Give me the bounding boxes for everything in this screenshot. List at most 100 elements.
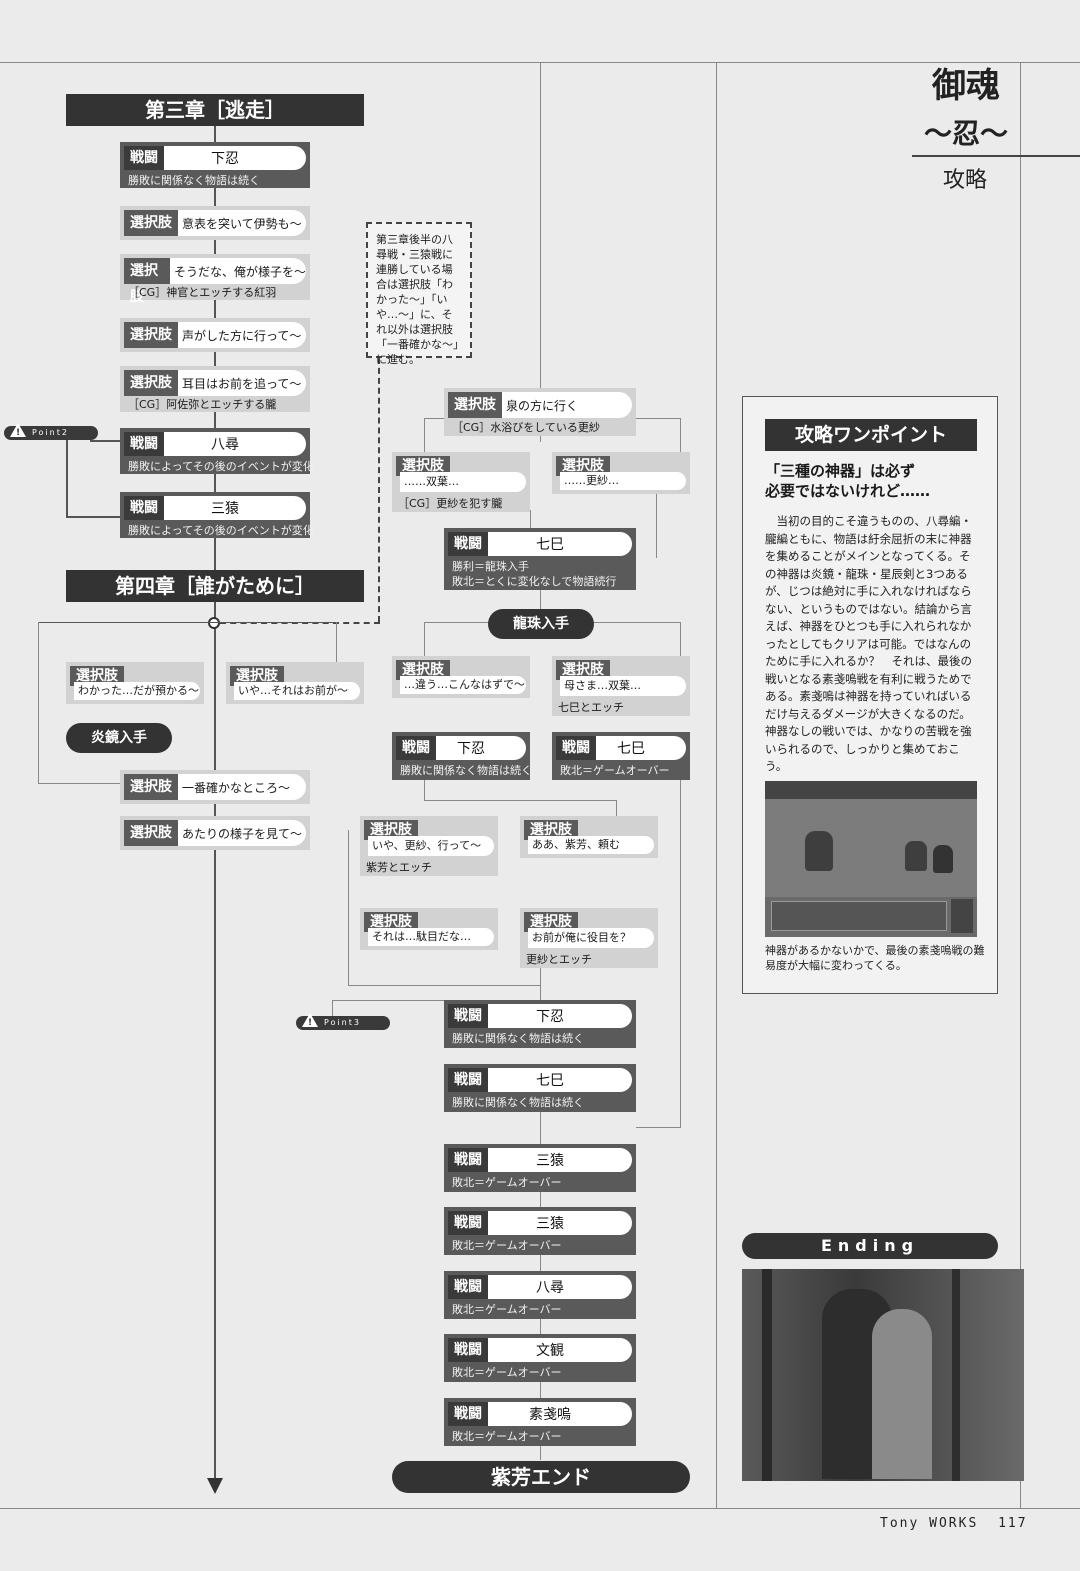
choice-text: 一番確かなところ～ [182, 780, 291, 795]
battle-result: 敗北＝ゲームオーバー [452, 1366, 562, 1379]
battle-result: 勝敗に関係なく物語は続く [452, 1096, 584, 1109]
choice-tag: 選択肢 [524, 912, 578, 932]
choice-text: ああ、紫芳、頼む [528, 836, 654, 854]
choice-text: 耳目はお前を追って～ [182, 376, 302, 391]
ending-label: Ending [742, 1233, 998, 1259]
choice-text: そうだな、俺が様子を～ [173, 264, 306, 279]
choice-tag: 選択肢 [230, 666, 284, 686]
m-choice-chigau: 選択肢 …違う…こんなはずで～ [392, 656, 530, 698]
choice-tag: 選択肢 [124, 774, 178, 800]
m-choice-dame: 選択肢 それは…駄目だな… [360, 908, 498, 950]
c4-choice-c: 選択肢一番確かなところ～ [120, 770, 310, 804]
m-to-ryuju [540, 590, 541, 610]
c3-choice-1: 選択肢意表を突いて伊勢も～ [120, 206, 310, 240]
c3-choice-2: 選択肢そうだな、俺が様子を～ ［CG］神官とエッチする紅羽 [120, 254, 310, 305]
chain-battle-yahiro: 戦闘八尋 敗北＝ゲームオーバー [444, 1271, 636, 1319]
point3-badge: Point3 [296, 1013, 390, 1030]
point2-branch-line [66, 440, 68, 518]
battle-tag: 戦闘 [448, 1068, 488, 1092]
choice-tag: 選択肢 [124, 322, 178, 348]
chain-battle-genin: 戦闘 下忍 勝敗に関係なく物語は続く [444, 1000, 636, 1048]
shihou-ending: 紫芳エンド [392, 1461, 690, 1493]
battle-enemy: 七巳 [536, 537, 564, 553]
choice-result: ［CG］更紗を犯す朧 [398, 497, 503, 510]
choice-text: ……双葉… [400, 472, 526, 492]
battle-result: 勝敗に関係なく物語は続く [128, 174, 260, 187]
logo-title-bottom: ～忍～ [923, 117, 1008, 150]
header-subtitle: 攻略 [942, 168, 987, 193]
sidebar-rule [716, 62, 717, 1508]
battle-tag: 戦闘 [124, 496, 164, 520]
screenshot-caption: 神器があるかないかで、最後の素戔嗚戦の難易度が大幅に変わってくる。 [765, 944, 985, 972]
c3-battle-genin: 戦闘下忍 勝敗に関係なく物語は続く [120, 142, 310, 188]
m-left-loop-b [348, 985, 540, 986]
choice-result: 紫芳とエッチ [366, 861, 432, 874]
choice-text: いや…それはお前が～ [234, 682, 360, 700]
tip-lead: 「三種の神器」は必ず 必要ではないけれど…… [765, 461, 985, 501]
battle-enemy: 三猿 [211, 501, 239, 517]
chain-battle-nanami: 戦闘七巳 勝敗に関係なく物語は続く [444, 1064, 636, 1112]
choice-text: お前が俺に役目を？ [528, 928, 654, 948]
m-split-2-r [680, 622, 681, 660]
battle-tag: 戦闘 [448, 1402, 488, 1426]
battle-result: 勝敗に関係なく物語は続く [400, 764, 532, 777]
c4-branch-right [336, 622, 337, 662]
choice-result: 更紗とエッチ [526, 953, 592, 966]
battle-tag: 戦闘 [556, 736, 596, 760]
choice-tag: 選択肢 [124, 210, 178, 236]
note-connector-h [220, 622, 380, 624]
battle-result: 敗北＝ゲームオーバー [452, 1239, 562, 1252]
m-split-1-r [680, 418, 681, 458]
screenshot-side-panel [951, 899, 973, 933]
note-connector-v [378, 358, 380, 622]
c3-battle-saru: 戦闘三猿 勝敗によってその後のイベントが変化 [120, 492, 314, 538]
choice-text: 意表を突いて伊勢も～ [182, 216, 302, 231]
battle-tag: 戦闘 [448, 1004, 488, 1028]
choice-text: いや、更紗、行って～ [368, 836, 494, 856]
tip-lead-line2: 必要ではないけれど…… [765, 482, 931, 500]
m-left-loop [348, 830, 349, 986]
m-battle-genin: 戦闘下忍 勝敗に関係なく物語は続く [392, 732, 532, 780]
c3-choice-4: 選択肢耳目はお前を追って～ ［CG］阿佐弥とエッチする朧 [120, 366, 310, 412]
chain-battle-susanoo: 戦闘素戔嗚 敗北＝ゲームオーバー [444, 1398, 636, 1446]
bamboo-stalk [762, 1269, 772, 1481]
choice-result: 七巳とエッチ [558, 701, 624, 714]
battle-enemy: 三猿 [536, 1153, 564, 1169]
choice-tag: 選択肢 [524, 820, 578, 840]
chapter4-title: 第四章［誰がために］ [66, 570, 364, 602]
screenshot-topbar [765, 781, 977, 799]
choice-tag: 選択肢 [70, 666, 124, 686]
m-split-3-r [616, 800, 617, 818]
choice-tag: 選択肢 [396, 660, 450, 680]
bamboo-stalk [952, 1269, 960, 1481]
c4-choice-b: 選択肢 いや…それはお前が～ [226, 662, 364, 704]
center-rule [540, 62, 541, 442]
battle-enemy: 文観 [536, 1343, 564, 1359]
battle-result: 敗北＝ゲームオーバー [452, 1430, 562, 1443]
chain-battle-saru-1: 戦闘三猿 敗北＝ゲームオーバー [444, 1144, 636, 1192]
point2-badge: Point2 [4, 423, 98, 440]
battle-result: 敗北＝ゲームオーバー [452, 1303, 562, 1316]
m-join-1r [656, 494, 657, 558]
enemy-sprite [905, 841, 927, 871]
point2-branch-h [66, 516, 120, 518]
choice-text: それは…駄目だな… [368, 928, 494, 946]
c3-choice-3: 選択肢声がした方に行って～ [120, 318, 310, 352]
m-battle-nanami-2: 戦闘七巳 敗北＝ゲームオーバー [552, 732, 690, 780]
right-rule [1020, 62, 1021, 1508]
junction-node [208, 617, 220, 629]
logo-title-top: 御魂 [932, 66, 1000, 106]
choice-tag: 選択肢 [448, 392, 502, 418]
c4-choice-a: 選択肢 わかった…だが預かる～ [66, 662, 204, 704]
battle-tag: 戦闘 [448, 1211, 488, 1235]
ryuju-acquired: 龍珠入手 [488, 609, 594, 639]
m-to-battles [540, 965, 541, 1000]
choice-text: 母さま…双葉… [560, 676, 686, 696]
battle-result: 勝敗に関係なく物語は続く [452, 1032, 584, 1045]
battle-tag: 戦闘 [124, 432, 164, 456]
m-split-3 [424, 800, 616, 801]
bottom-rule [0, 1508, 1080, 1509]
battle-enemy: 下忍 [457, 741, 485, 757]
battle-enemy: 下忍 [536, 1009, 564, 1025]
tip-heading: 攻略ワンポイント [765, 419, 977, 451]
